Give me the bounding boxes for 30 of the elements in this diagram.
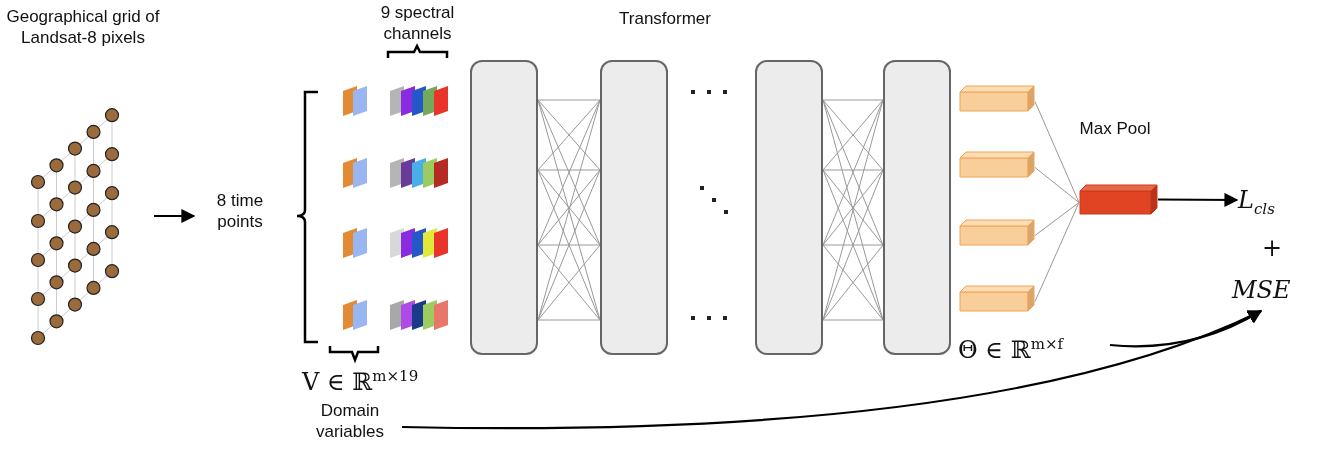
transformer-block [600,60,668,355]
feature-vector-block [960,152,1034,177]
curved-arrow [402,309,1263,430]
text-label: Domain variables [300,400,400,442]
connector-line [1034,167,1080,203]
math-expression: MSE [1232,276,1291,304]
heading: Geographical grid of Landsat-8 pixels [5,6,161,48]
connector-line [1034,202,1080,302]
pooled-feature-block [1080,185,1157,214]
heading: Transformer [618,8,712,29]
math-expression: Θ ∈ ℝ$^{m×f}$ [958,330,1063,364]
arrow [154,209,196,223]
text-label: Max Pool [1078,118,1152,139]
text-label: 8 time points [195,190,285,232]
transformer-block [755,60,823,355]
connector-line [1034,202,1080,236]
connection-lines [537,99,601,321]
feature-vector-block [960,86,1034,111]
operator-sign: + [1262,234,1283,262]
feature-vector-block [960,220,1034,245]
heading: 9 spectral channels [379,2,456,44]
connection-lines [822,99,884,321]
transformer-block [470,60,538,355]
curved-arrow [1109,310,1263,348]
connector-line [1034,101,1080,203]
transformer-block [883,60,951,355]
math-expression: L$_{cls}$ [1238,186,1275,223]
arrow [1158,192,1239,207]
math-expression: V ∈ ℝ$^{m×19}$ [302,366,419,396]
feature-vector-block [960,286,1034,311]
